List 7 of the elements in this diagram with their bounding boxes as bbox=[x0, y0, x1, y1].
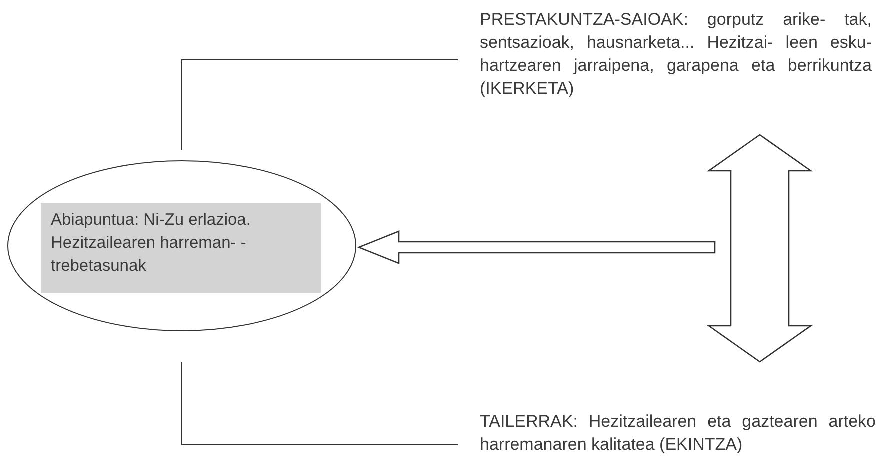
block-arrow bbox=[357, 230, 716, 264]
text-box: Abiapuntua: Ni-Zu erlazioa. Hezitzailearen harreman- -trebetasunak bbox=[41, 203, 321, 293]
description-text: TAILERRAK: Hezitzailearen eta gaztearen arteko harremanaren kalitatea (EKINTZA) bbox=[480, 410, 876, 460]
description-text: PRESTAKUNTZA-SAIOAK: gorputz arike- tak, sentsazioak, hausnarketa... Hezitzai- leen esku-hartzearen jarraipena, garapena eta berrikuntza (IKERKETA) bbox=[480, 8, 872, 108]
connector-line bbox=[182, 362, 458, 446]
connector-line bbox=[182, 60, 458, 150]
block-arrow bbox=[706, 134, 814, 363]
